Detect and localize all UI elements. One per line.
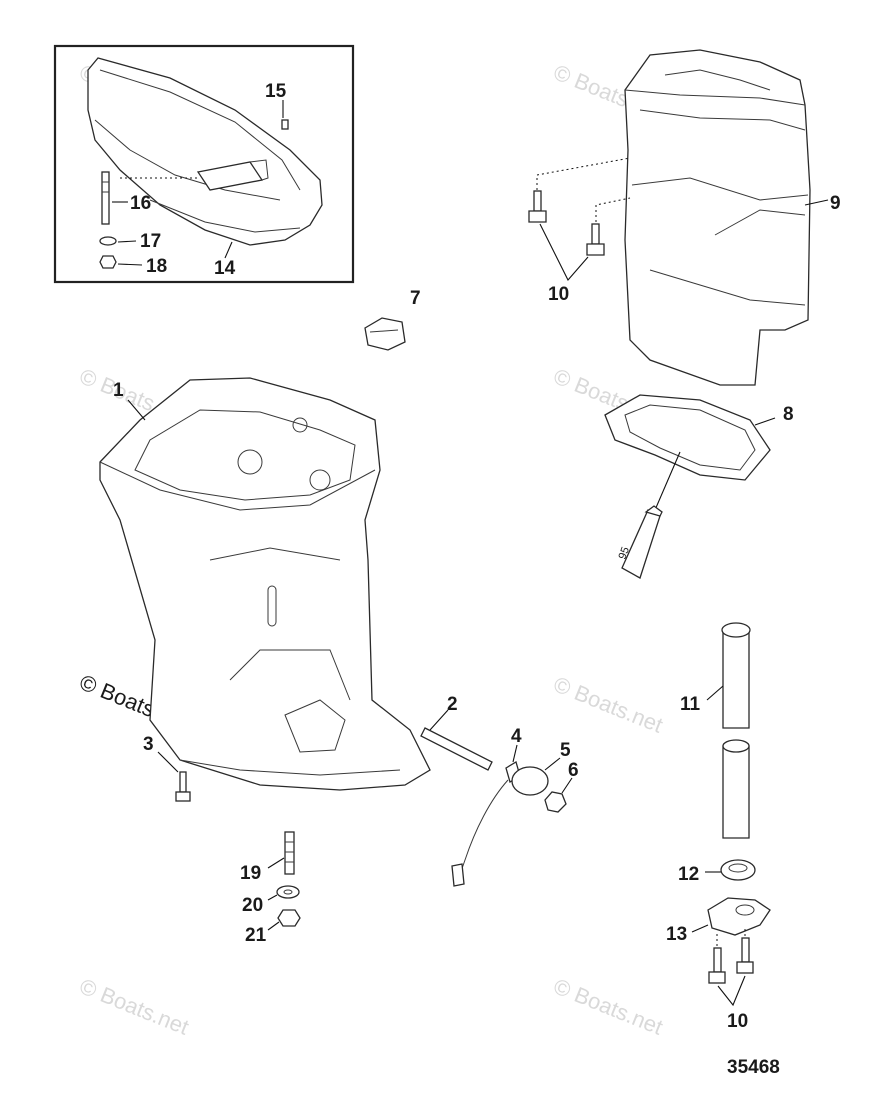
part-20-washer: [267, 885, 300, 901]
part-18-nut: [99, 255, 117, 269]
part-13-bracket: [691, 897, 771, 936]
callout-16: 16: [130, 193, 151, 214]
callout-15: 15: [265, 81, 287, 102]
sensor-on-cover: [120, 159, 269, 191]
sealant-tube: 95: [617, 451, 681, 579]
figure-number: 35468: [727, 1057, 780, 1078]
part-6-nut: [544, 777, 573, 813]
watermark: © Boats.net: [550, 973, 666, 1039]
part-8-gasket: [604, 394, 776, 481]
part-5-grommet: [511, 757, 561, 796]
part-16-stud: [101, 171, 110, 225]
callout-3: 3: [143, 734, 154, 755]
callout-8: 8: [783, 404, 794, 425]
callout-12: 12: [678, 864, 699, 885]
part-10-bolts-lower: [708, 928, 754, 1007]
callout-14: 14: [214, 258, 236, 279]
inset-leader-lines: [112, 100, 829, 421]
callout-19: 19: [240, 863, 261, 884]
callout-10-lower: 10: [727, 1011, 748, 1032]
sealant-tube-label: 95: [617, 545, 632, 561]
part-1-driveshaft-housing: [99, 377, 431, 791]
callout-5: 5: [560, 740, 571, 761]
part-7-grommet: [364, 317, 406, 351]
part-19-stud: [267, 831, 295, 875]
callout-labels: 1 2 3 4 5 6 7 8 9 10 10 11 12 13 14 15 1…: [113, 81, 841, 1078]
callout-1: 1: [113, 380, 124, 401]
part-12-seal: [705, 859, 756, 881]
callout-2: 2: [447, 694, 458, 715]
callout-11: 11: [680, 694, 701, 715]
part-14-cover: [87, 57, 323, 246]
callout-21: 21: [245, 925, 267, 946]
callout-6: 6: [568, 760, 579, 781]
callout-13: 13: [666, 924, 687, 945]
watermark: © Boats.net: [76, 973, 192, 1039]
callout-17: 17: [140, 231, 161, 252]
callout-20: 20: [242, 895, 263, 916]
part-9-adapter-plate: [624, 49, 811, 386]
part-2-stud: [420, 709, 493, 771]
part-15-plug: [281, 119, 289, 130]
watermark: © Boats.net: [550, 671, 666, 737]
part-17-washer: [99, 236, 117, 246]
callout-7: 7: [410, 288, 421, 309]
callout-10-upper: 10: [548, 284, 569, 305]
part-11-tube: [706, 622, 751, 839]
part-3-screw: [157, 751, 191, 802]
callout-4: 4: [511, 726, 522, 747]
part-21-nut: [267, 909, 301, 931]
part-10-bolts-upper: [528, 157, 631, 281]
inset-frame: [53, 44, 355, 284]
callout-18: 18: [146, 256, 167, 277]
callout-9: 9: [830, 193, 841, 214]
